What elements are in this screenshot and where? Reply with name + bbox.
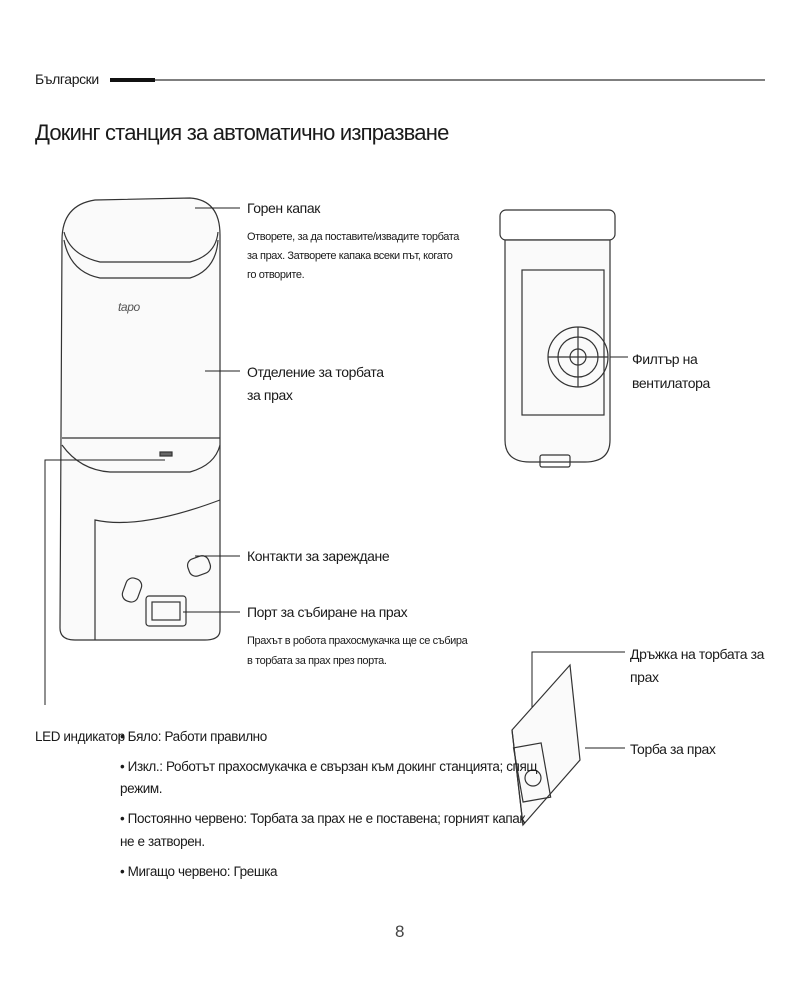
led-item: • Постоянно червено: Торбата за прах не …	[120, 811, 525, 826]
docking-station-illustration	[59, 197, 221, 641]
dust-bag-illustration	[511, 663, 581, 827]
dust-bag-label: Торба за прах	[630, 741, 716, 757]
led-item: не е затворен.	[120, 834, 205, 849]
led-item: • Изкл.: Роботът прахосмукачка е свързан…	[120, 759, 538, 774]
top-lid-desc-1: Отворете, за да поставите/извадите торба…	[247, 231, 459, 243]
fan-filter-label-1: Филтър на	[632, 351, 698, 367]
led-item: режим.	[120, 781, 163, 796]
bag-compartment-label-2: за прах	[247, 387, 293, 403]
led-indicator-label: LED индикатор	[35, 729, 125, 744]
bag-handle-label-2: прах	[630, 669, 659, 685]
page-title: Докинг станция за автоматично изпразване	[35, 120, 449, 145]
dust-port-desc-1: Прахът в робота прахосмукачка ще се съби…	[247, 635, 468, 647]
led-item: • Бяло: Работи правилно	[120, 729, 267, 744]
bag-handle-label-1: Дръжка на торбата за	[630, 646, 765, 662]
language-label: Български	[35, 71, 99, 87]
top-lid-desc-3: го отворите.	[247, 269, 305, 281]
dust-port-desc-2: в торбата за прах през порта.	[247, 655, 387, 667]
top-lid-desc-2: за прах. Затворете капака всеки път, ког…	[247, 250, 453, 262]
open-station-illustration	[499, 209, 616, 468]
fan-filter-label-2: вентилатора	[632, 375, 710, 391]
bag-compartment-label-1: Отделение за торбата	[247, 364, 384, 380]
dust-port-label: Порт за събиране на прах	[247, 604, 408, 620]
tapo-logo: tapo	[118, 300, 140, 314]
charging-contacts-label: Контакти за зареждане	[247, 548, 390, 564]
page-number: 8	[395, 922, 405, 941]
top-lid-label: Горен капак	[247, 200, 320, 216]
led-item: • Мигащо червено: Грешка	[120, 864, 278, 879]
